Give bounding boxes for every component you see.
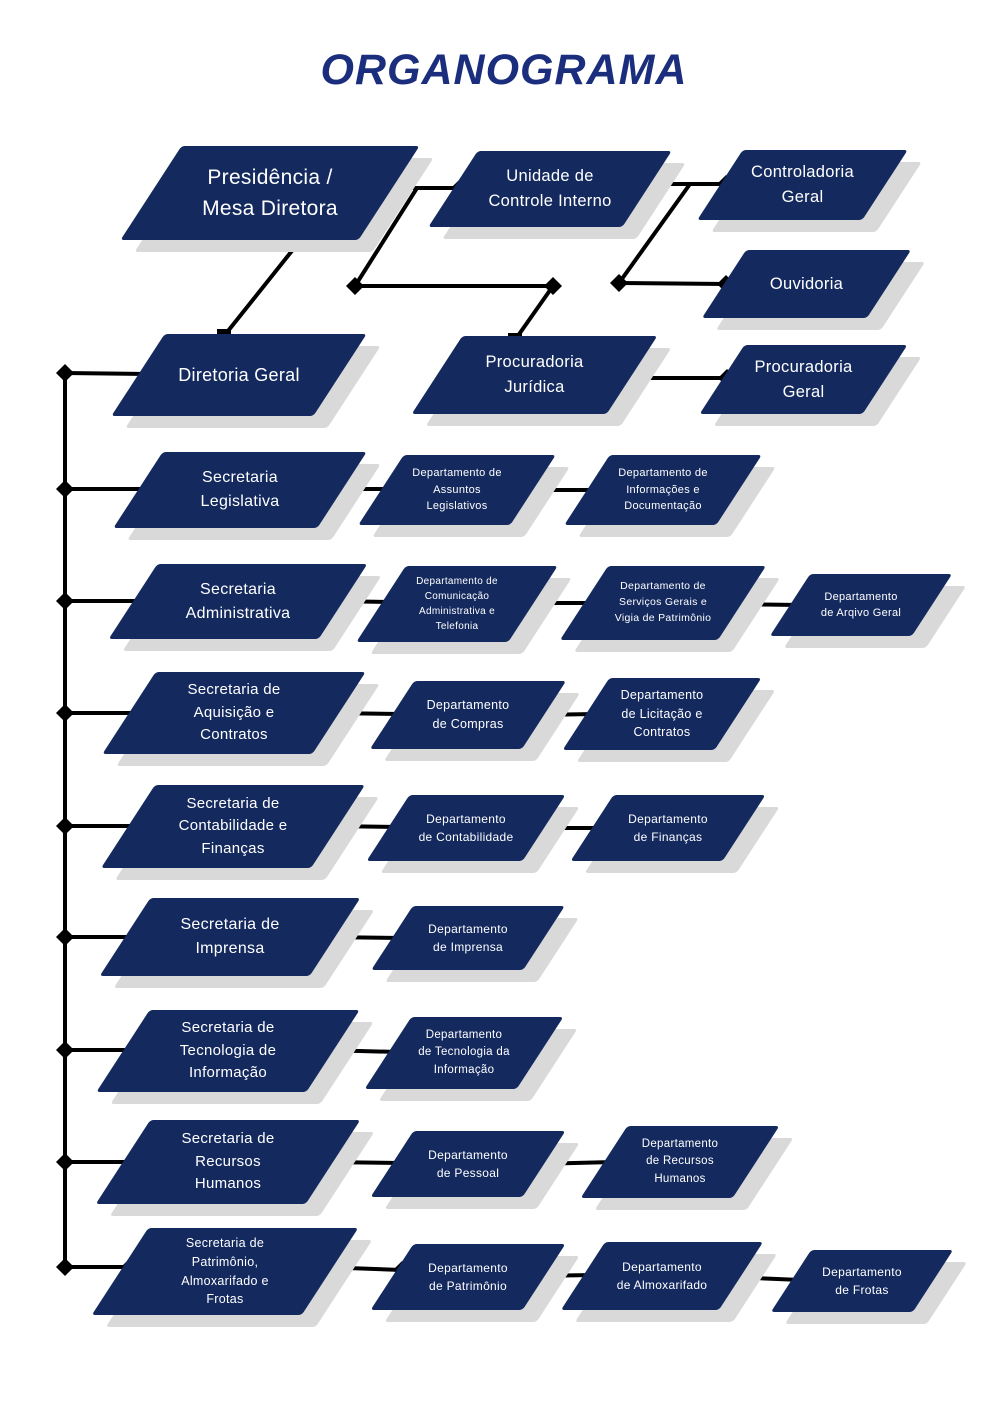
node-dept-imprensa: Departamento de Imprensa <box>392 906 544 970</box>
node-secretaria-aquisicao-contratos: Secretaria de Aquisição e Contratos <box>129 672 339 754</box>
node-secretaria-imprensa: Secretaria de Imprensa <box>125 898 335 976</box>
node-label: Departamento de Serviços Gerais e Vigia … <box>614 580 712 624</box>
diamond-marker <box>56 592 74 610</box>
node-procuradoria-juridica: Procuradoria Jurídica <box>437 336 632 414</box>
node-label: Secretaria de Patrimônio, Almoxarifado e… <box>181 1236 269 1307</box>
node-label: Departamento de Assuntos Legislativos <box>412 467 502 513</box>
node-label: Secretaria de Tecnologia de Informação <box>179 1019 277 1082</box>
node-dept-comunicacao: Departamento de Comunicação Administrati… <box>381 566 533 642</box>
node-label: Departamento de Comunicação Administrati… <box>416 576 498 632</box>
node-dept-arquivo-geral: Departamento de Arqivo Geral <box>790 574 932 636</box>
node-unidade-controle-interno: Unidade de Controle Interno <box>453 151 647 227</box>
node-label: Ouvidoria <box>769 274 844 293</box>
node-secretaria-tecnologia: Secretaria de Tecnologia de Informação <box>123 1010 333 1092</box>
node-controladoria-geral: Controladoria Geral <box>720 150 885 220</box>
node-dept-compras: Departamento de Compras <box>392 681 544 749</box>
node-secretaria-recursos-humanos: Secretaria de Recursos Humanos <box>123 1120 333 1204</box>
node-dept-pessoal: Departamento de Pessoal <box>392 1131 544 1197</box>
diamond-marker <box>56 928 74 946</box>
diamond-marker <box>56 704 74 722</box>
node-label: Departamento de Pessoal <box>428 1148 508 1180</box>
node-label: Secretaria de Contabilidade e Finanças <box>178 794 288 857</box>
node-label: Departamento de Patrimônio <box>428 1261 508 1293</box>
node-dept-assuntos-legislativos: Departamento de Assuntos Legislativos <box>381 455 533 525</box>
node-label: Departamento de Recursos Humanos <box>641 1138 719 1185</box>
connector-line <box>222 235 305 338</box>
diamond-marker <box>56 1041 74 1059</box>
node-secretaria-administrativa: Secretaria Administrativa <box>133 564 343 639</box>
node-label: Departamento de Imprensa <box>428 922 508 954</box>
node-label: Departamento de Licitação e Contratos <box>620 687 704 740</box>
node-label: Procuradoria Jurídica <box>485 353 584 396</box>
connector-line <box>513 284 555 342</box>
node-label: Departamento de Contabilidade <box>418 812 514 844</box>
node-label: Secretaria de Imprensa <box>180 916 280 957</box>
node-label: Secretaria de Aquisição e Contratos <box>187 681 281 744</box>
page-title: ORGANOGRAMA <box>320 46 688 94</box>
node-secretaria-patrimonio: Secretaria de Patrimônio, Almoxarifado e… <box>120 1228 330 1315</box>
diamond-marker <box>56 364 74 382</box>
diamond-marker <box>56 817 74 835</box>
connector-line <box>618 281 727 286</box>
node-presidencia: Presidência / Mesa Diretora <box>151 146 389 240</box>
node-label: Departamento de Finanças <box>628 812 708 844</box>
node-dept-tecnologia: Departamento de Tecnologia da Informação <box>388 1017 540 1089</box>
node-dept-patrimonio: Departamento de Patrimônio <box>392 1244 544 1310</box>
node-label: Secretaria de Recursos Humanos <box>181 1130 275 1193</box>
node-dept-financas: Departamento de Finanças <box>592 795 744 861</box>
node-ouvidoria: Ouvidoria <box>724 250 889 318</box>
node-label: Presidência / Mesa Diretora <box>202 165 338 221</box>
node-label: Departamento de Informações e Documentaç… <box>618 467 708 513</box>
connector-line <box>64 371 149 376</box>
node-label: Departamento de Tecnologia da Informação <box>418 1029 510 1076</box>
diamond-marker <box>56 480 74 498</box>
connector-line <box>617 182 692 285</box>
node-dept-almoxarifado: Departamento de Almoxarifado <box>583 1242 741 1310</box>
node-label: Departamento de Frotas <box>822 1265 902 1297</box>
node-procuradoria-geral: Procuradoria Geral <box>722 345 885 414</box>
node-dept-servicos-gerais: Departamento de Serviços Gerais e Vigia … <box>584 566 742 640</box>
node-label: Secretaria Legislativa <box>200 469 280 510</box>
node-label: Unidade de Controle Interno <box>488 167 612 210</box>
node-dept-frotas: Departamento de Frotas <box>791 1250 933 1312</box>
node-dept-contabilidade: Departamento de Contabilidade <box>388 795 544 861</box>
node-label: Procuradoria Geral <box>754 357 853 401</box>
node-dept-licitacao-contratos: Departamento de Licitação e Contratos <box>586 678 738 750</box>
node-secretaria-legislativa: Secretaria Legislativa <box>138 452 342 528</box>
node-label: Diretoria Geral <box>178 364 300 385</box>
diamond-marker <box>56 1258 74 1276</box>
node-secretaria-contabilidade-financas: Secretaria de Contabilidade e Finanças <box>128 785 338 868</box>
node-label: Departamento de Compras <box>426 698 510 731</box>
node-label: Departamento de Arqivo Geral <box>820 590 902 620</box>
node-label: Departamento de Almoxarifado <box>616 1260 708 1292</box>
node-label: Controladoria Geral <box>751 163 854 206</box>
node-dept-recursos-humanos: Departamento de Recursos Humanos <box>604 1126 756 1198</box>
node-diretoria-geral: Diretoria Geral <box>138 334 340 416</box>
node-label: Secretaria Administrativa <box>185 580 291 622</box>
node-dept-informacoes-documentacao: Departamento de Informações e Documentaç… <box>587 455 739 525</box>
diamond-marker <box>56 1153 74 1171</box>
